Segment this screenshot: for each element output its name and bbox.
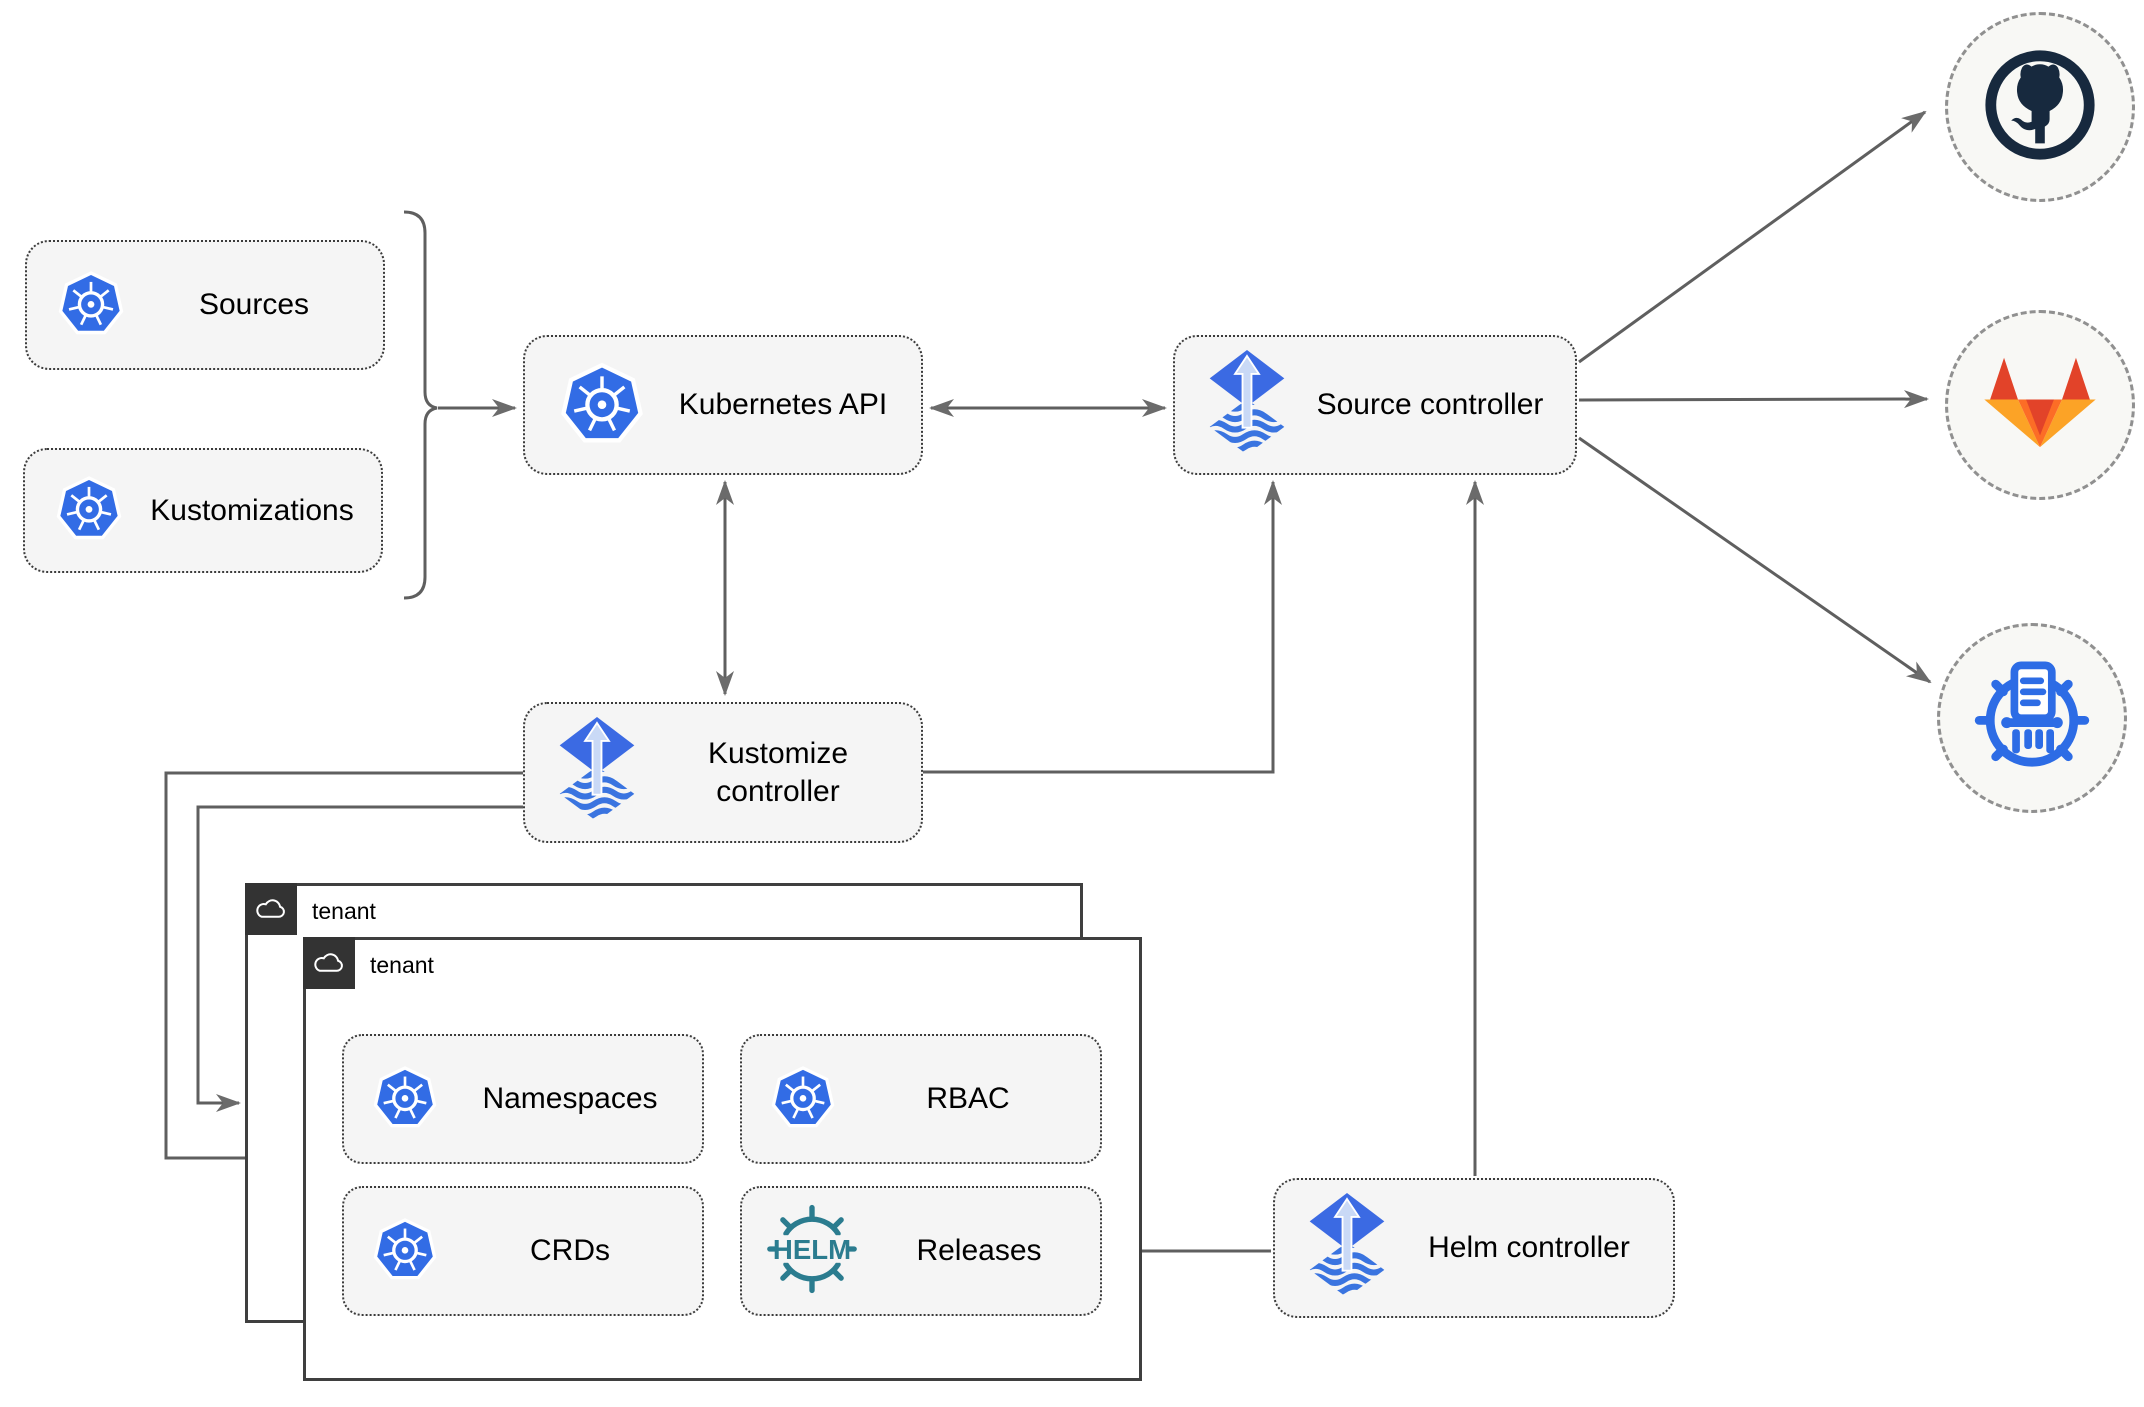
github-endpoint bbox=[1945, 12, 2135, 202]
kubernetes-api-node: Kubernetes API bbox=[523, 335, 923, 475]
flux-icon bbox=[1309, 1192, 1385, 1304]
crds-label: CRDs bbox=[530, 1234, 610, 1268]
arrow-sourcectrl-github bbox=[1578, 110, 1927, 364]
namespaces-node: Namespaces bbox=[342, 1034, 704, 1164]
tenant-back-label: tenant bbox=[312, 897, 376, 924]
kustomize-controller-node: Kustomize controller bbox=[523, 702, 923, 843]
arrow-sourcectrl-helmrepo bbox=[1578, 436, 1932, 684]
kubernetes-icon bbox=[55, 474, 123, 547]
arrow-sourcectrl-gitlab bbox=[1578, 390, 1929, 409]
flux-icon bbox=[1209, 349, 1285, 461]
sources-node: Sources bbox=[25, 240, 385, 370]
gitlab-endpoint bbox=[1945, 310, 2135, 500]
kubernetes-api-label: Kubernetes API bbox=[678, 388, 888, 422]
source-controller-node: Source controller bbox=[1173, 335, 1577, 475]
source-controller-label: Source controller bbox=[1316, 388, 1544, 422]
helm-repository-endpoint bbox=[1937, 623, 2127, 813]
kubernetes-icon bbox=[559, 360, 645, 451]
kubernetes-icon bbox=[372, 1064, 438, 1135]
helm-logo-text: HELM bbox=[773, 1233, 851, 1264]
gitlab-icon bbox=[1982, 349, 2098, 462]
cloud-icon bbox=[245, 883, 297, 935]
releases-label: Releases bbox=[916, 1234, 1042, 1268]
helm-controller-label: Helm controller bbox=[1428, 1231, 1630, 1265]
kustomize-controller-label: Kustomize controller bbox=[707, 737, 849, 808]
tenant-front-label: tenant bbox=[370, 951, 434, 978]
brace bbox=[403, 210, 438, 600]
github-icon bbox=[1980, 45, 2100, 170]
helm-controller-node: Helm controller bbox=[1273, 1178, 1675, 1318]
rbac-node: RBAC bbox=[740, 1034, 1102, 1164]
kubernetes-icon bbox=[372, 1216, 438, 1287]
helm-icon: HELM bbox=[766, 1203, 858, 1300]
rbac-label: RBAC bbox=[926, 1082, 1010, 1116]
cloud-icon bbox=[303, 937, 355, 989]
arrow-kustomizectrl-sourcectrl bbox=[923, 480, 1282, 774]
kustomizations-node: Kustomizations bbox=[23, 448, 383, 573]
sources-label: Sources bbox=[198, 288, 310, 322]
kubernetes-icon bbox=[770, 1064, 836, 1135]
releases-node: HELM Releases bbox=[740, 1186, 1102, 1316]
helm-repository-icon bbox=[1966, 650, 2098, 787]
kustomizations-label: Kustomizations bbox=[150, 493, 354, 527]
crds-node: CRDs bbox=[342, 1186, 704, 1316]
kubernetes-icon bbox=[57, 269, 125, 342]
namespaces-label: Namespaces bbox=[482, 1082, 658, 1116]
flux-icon bbox=[559, 717, 635, 828]
